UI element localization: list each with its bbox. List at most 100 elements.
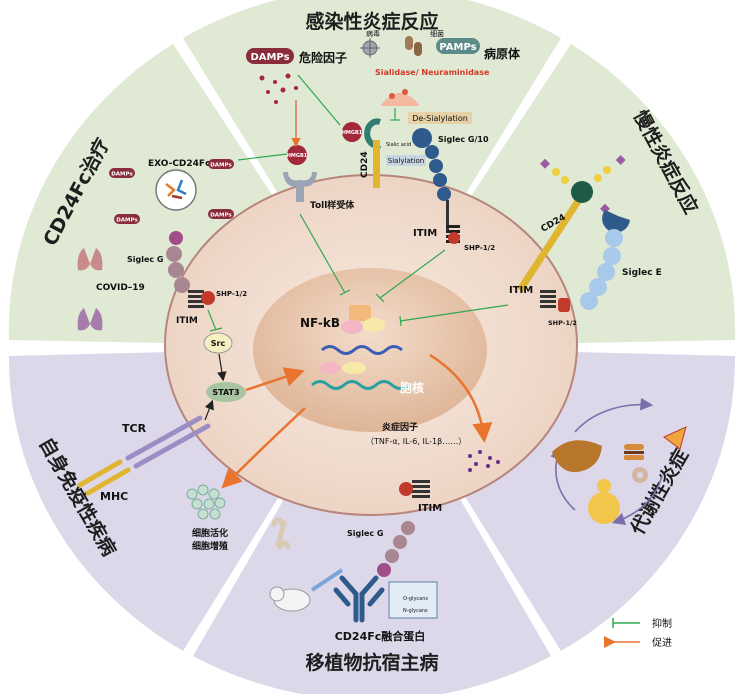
- sialylation-box: [386, 155, 426, 166]
- damps-badge-exo-1-text: DAMPs: [210, 163, 232, 169]
- shp-right-label: SHP-1/2: [548, 319, 577, 327]
- damps-badge-exo-1: [208, 159, 234, 169]
- promote-nucleus-to-cytokines: [429, 353, 493, 443]
- exo-label: EXO-CD24Fc: [148, 159, 210, 169]
- toll-receptor: [283, 172, 317, 187]
- itim-left-label: ITIM: [176, 316, 198, 326]
- glycan-legend-box: [388, 581, 438, 619]
- itim-right-bars: [540, 290, 556, 308]
- desialylation-label: De-Sialylation: [412, 114, 468, 123]
- itim-bottom-bars: [412, 480, 430, 498]
- damps-badge-exo-3-text: DAMPs: [116, 218, 138, 224]
- dna-top: [321, 345, 403, 355]
- cd24-right-head: [571, 181, 593, 203]
- liver-icon: [552, 440, 602, 473]
- siglec-g-left-chain: [166, 231, 190, 293]
- damps-badge-exo-2-text: DAMPs: [111, 172, 133, 178]
- activated-cells-icon: [186, 484, 226, 520]
- itim-right-label: ITIM: [509, 285, 533, 296]
- damps-badge-exo-2: [109, 168, 135, 178]
- pizza-icon: [663, 426, 687, 450]
- cd24-top-stem: [373, 140, 380, 188]
- shp-center-icon: [448, 232, 460, 244]
- burger-icon: [624, 444, 644, 460]
- inhibit-damps-to-hmgb1: [297, 74, 341, 126]
- inhibit-itim-right-to-nfkb: [399, 304, 509, 322]
- desialylation-box: [408, 112, 472, 124]
- cd24-top-label: CD24: [360, 151, 370, 178]
- legend-inhibit-label: 抑制: [652, 617, 672, 630]
- hmgb1-toll-label: HMGB1: [287, 153, 308, 159]
- inhibit-itim-center-to-nfkb: [379, 249, 446, 299]
- dna-bottom: [311, 380, 409, 390]
- siglec-g10-stem: [446, 200, 449, 230]
- mouse-head: [269, 586, 285, 602]
- sialidase-icon: [380, 89, 420, 106]
- virus-icon: [360, 38, 380, 58]
- sector-top: [183, 0, 561, 347]
- src-node: [203, 332, 233, 354]
- damps-badge-exo-4-text: DAMPs: [210, 213, 232, 219]
- mhc-receptor: [77, 459, 131, 496]
- damps-badge-exo-3: [114, 214, 140, 224]
- sector-title-bottom: 移植物抗宿主病: [305, 651, 438, 674]
- n-glycans-label: N-glycans: [403, 608, 428, 614]
- tcr-label: TCR: [122, 422, 147, 435]
- pamps-badge-text: PAMPs: [439, 42, 476, 53]
- tcr-to-stat3-arrow: [204, 399, 214, 421]
- lung-icon-bottom: [77, 308, 103, 331]
- siglec-g-bottom-label: Siglec G: [347, 529, 384, 538]
- nucleus-label: 胞核: [400, 380, 424, 395]
- src-label: Src: [211, 339, 226, 348]
- damps-badge-exo-4: [208, 209, 234, 219]
- shp-bottom-icon: [399, 482, 413, 496]
- toll-label: Toll样受体: [310, 199, 355, 211]
- inhibit-itim-left-to-src: [207, 309, 217, 331]
- siglec-g10-label: Siglec G/10: [438, 135, 489, 144]
- cytokine-title: 炎症因子: [382, 421, 418, 433]
- legend: 抑制 促进: [604, 617, 672, 649]
- promote-stat3-to-nucleus: [245, 367, 305, 392]
- cytokine-list: （TNF-α, IL-6, IL-1β……）: [366, 437, 466, 446]
- nfkb-subunit-c: [363, 318, 385, 332]
- cytokine-dots: [468, 450, 500, 472]
- lung-icon-top: [77, 248, 103, 271]
- toll-stem: [296, 184, 304, 202]
- siglec-e-head: [602, 210, 630, 233]
- nfkb-subunit-a: [349, 305, 371, 321]
- siglec-g-bottom-chain: [377, 521, 415, 577]
- hmgb1-toll: [287, 145, 307, 165]
- promote-nucleus-to-activation: [221, 407, 306, 489]
- stat3-node: [206, 382, 246, 402]
- danger-factor-label: 危险因子: [298, 50, 347, 65]
- bacteria-label: 细菌: [430, 29, 444, 38]
- bone-icon: [271, 517, 291, 550]
- damps-badge: [246, 48, 294, 64]
- sialic-acid-label: Sialic acid: [386, 142, 411, 148]
- itim-center-label: ITIM: [413, 228, 437, 239]
- itim-left-bars: [188, 290, 204, 308]
- hmgb1-top-label: HMGB1: [342, 130, 363, 136]
- syringe-icon: [310, 568, 344, 592]
- stat3-label: STAT3: [212, 388, 239, 397]
- siglec-g10-receptor: [412, 128, 451, 201]
- inhibit-exo-to-hmgb1: [237, 153, 288, 161]
- pathogen-label: 病原体: [484, 46, 521, 61]
- cd24fc-antibody-icon: [333, 575, 385, 623]
- o-glycans-label: O-glycans: [403, 596, 428, 602]
- activation-label-2: 细胞增殖: [192, 540, 228, 552]
- cd24-right-stem: [517, 193, 585, 292]
- siglec-g-left-label: Siglec G: [127, 255, 164, 264]
- sialidase-label: Sialidase/ Neuraminidase: [375, 68, 490, 77]
- siglec-e-label: Siglec E: [622, 268, 662, 278]
- hmgb1-top: [342, 122, 362, 142]
- obese-person-icon: [588, 479, 620, 524]
- itim-bottom-label: ITIM: [418, 503, 442, 514]
- shp-center-label: SHP-1/2: [464, 244, 495, 252]
- mhc-label: MHC: [100, 490, 128, 503]
- activation-label-1: 细胞活化: [192, 527, 228, 539]
- pamps-badge: [436, 38, 480, 54]
- inhibition-arrows: [207, 74, 509, 332]
- legend-promote-label: 促进: [652, 636, 672, 649]
